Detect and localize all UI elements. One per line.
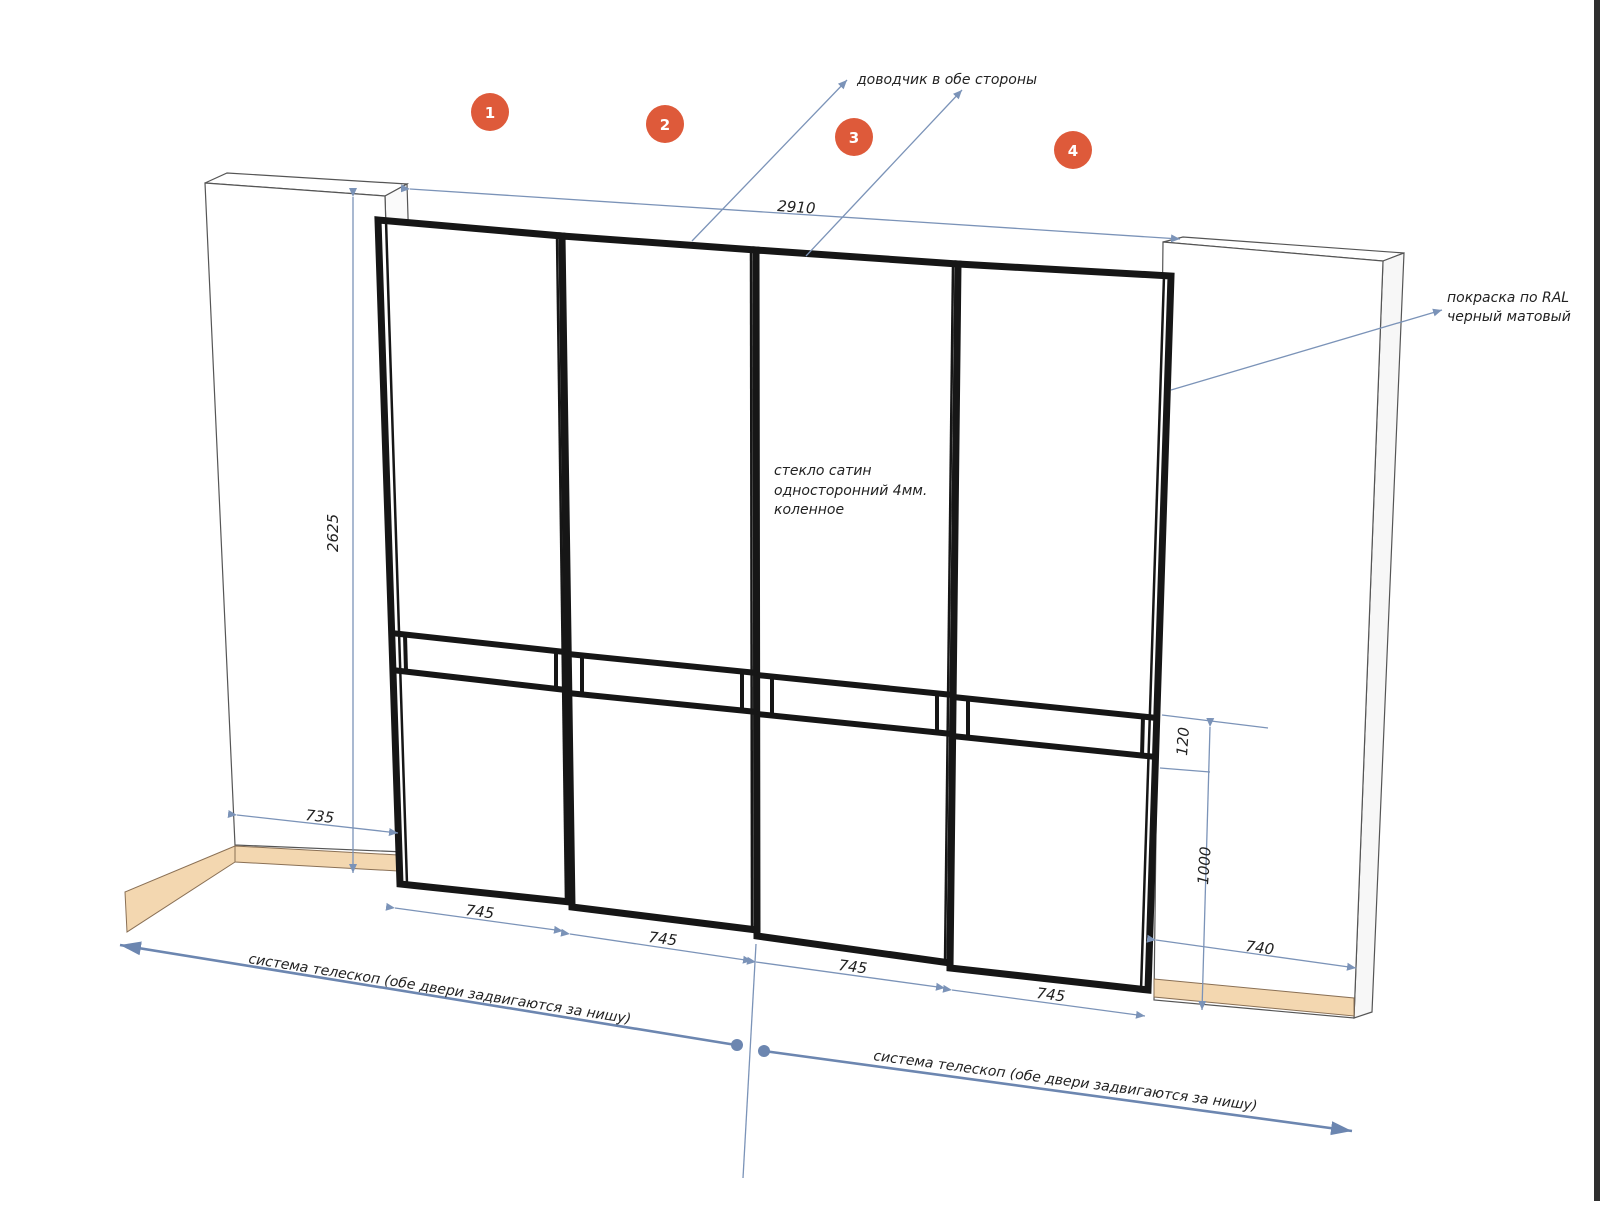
note-glass-line-1: стекло сатин xyxy=(774,463,872,479)
telescope-arrows xyxy=(119,941,1353,1136)
dim-line-total-width xyxy=(400,184,1181,243)
dim-label-door-1: 745 xyxy=(465,901,496,922)
dimension-labels: 2910 2625 735 745 745 745 745 740 120 10… xyxy=(305,197,1276,1005)
dim-line-left-niche xyxy=(227,810,399,836)
door-number-badges: 1 2 3 4 xyxy=(471,93,1092,169)
leader-paint xyxy=(1170,308,1443,391)
telescope-dot-left xyxy=(731,1039,743,1051)
door-panel-4 xyxy=(946,260,1175,994)
dim-line-rail-height-ext-lower xyxy=(1159,767,1211,773)
note-closer: доводчик в обе стороны xyxy=(856,72,1037,88)
telescope-dot-right xyxy=(758,1045,770,1057)
dim-label-door-3: 745 xyxy=(838,956,869,977)
note-glass-line-3: коленное xyxy=(774,502,844,518)
badge-label: 2 xyxy=(660,116,670,134)
dim-line-door-1 xyxy=(385,902,564,934)
badge-door-4: 4 xyxy=(1054,131,1092,169)
dim-line-right-niche xyxy=(1146,934,1357,971)
dim-label-door-2: 745 xyxy=(648,928,679,949)
dimension-lines xyxy=(227,79,1443,1179)
dim-line-door-4 xyxy=(942,984,1146,1019)
door-panel-1 xyxy=(374,216,574,906)
dim-line-rail-height-ext xyxy=(1161,714,1269,729)
dim-label-left-niche: 735 xyxy=(305,806,335,827)
right-wall xyxy=(1153,236,1405,1019)
window-edge xyxy=(1594,0,1600,1201)
badge-label: 1 xyxy=(485,104,495,122)
badge-door-1: 1 xyxy=(471,93,509,131)
dim-label-rail-height: 120 xyxy=(1173,726,1193,756)
center-axis xyxy=(742,943,757,1179)
dim-label-total-width: 2910 xyxy=(777,197,816,217)
dim-label-door-4: 745 xyxy=(1036,984,1067,1005)
badge-door-3: 3 xyxy=(835,118,873,156)
note-glass-line-2: односторонний 4мм. xyxy=(774,483,927,499)
note-paint-line-2: черный матовый xyxy=(1447,309,1571,325)
left-floor-board xyxy=(124,845,399,933)
leader-closer-1 xyxy=(691,79,848,242)
door-panel-3 xyxy=(752,246,962,968)
note-paint-line-1: покраска по RAL xyxy=(1447,290,1569,306)
telescope-arrow-left xyxy=(119,941,737,1047)
note-telescope-left: система телескоп (обе двери задвигаются … xyxy=(247,951,632,1027)
badge-label: 3 xyxy=(849,129,859,147)
leader-closer-2 xyxy=(805,89,963,257)
note-telescope-right: система телескоп (обе двери задвигаются … xyxy=(872,1048,1258,1114)
door-panel-2 xyxy=(558,232,761,934)
badge-label: 4 xyxy=(1068,142,1078,160)
dim-label-right-niche: 740 xyxy=(1245,937,1276,958)
dim-label-rail-elevation: 1000 xyxy=(1194,846,1215,885)
door-panels xyxy=(374,216,1175,994)
dim-label-height: 2625 xyxy=(324,514,342,552)
dim-line-door-3 xyxy=(746,956,946,991)
badge-door-2: 2 xyxy=(646,105,684,143)
telescope-arrow-right xyxy=(763,1049,1353,1136)
dim-line-door-2 xyxy=(560,928,753,964)
dim-line-rail-elevation xyxy=(1198,717,1215,1011)
